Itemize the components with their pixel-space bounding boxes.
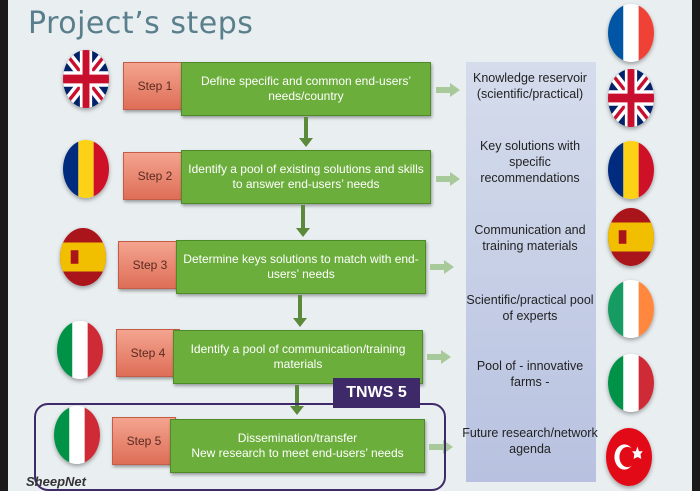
step-1-task: Define specific and common end-users’ ne…	[181, 62, 431, 116]
step-5-highlight-frame	[34, 403, 446, 491]
outputs-panel	[466, 62, 596, 482]
down-arrow-icon	[301, 205, 305, 229]
romania-flag-icon	[608, 141, 654, 199]
step-5-task: Dissemination/transfer New research to m…	[170, 419, 425, 473]
sheepnet-logo: SheepNet	[26, 474, 86, 489]
step-4-label: Step 4	[116, 329, 180, 377]
step-4-task: Identify a pool of communication/trainin…	[173, 330, 423, 384]
ireland-flag-icon	[608, 280, 654, 338]
slide-title: Project’s steps	[28, 6, 254, 41]
france-flag-icon	[608, 4, 654, 62]
output-2: Key solutions with specific recommendati…	[479, 139, 581, 185]
output-1: Knowledge reservoir (scientific/practica…	[473, 71, 587, 101]
right-arrow-icon	[436, 172, 460, 186]
italy-flag-icon	[54, 406, 100, 464]
down-arrow-icon	[304, 117, 308, 139]
right-arrow-icon	[427, 350, 451, 364]
step-3-task: Determine keys solutions to match with e…	[176, 240, 426, 294]
italy-flag-icon	[57, 321, 103, 379]
spain-flag-icon	[608, 208, 654, 266]
step-3-label: Step 3	[118, 241, 182, 289]
italy-flag-icon	[608, 354, 654, 412]
down-arrow-head	[293, 318, 307, 327]
output-6: Future research/network agenda	[462, 426, 598, 456]
down-arrow-head	[299, 138, 313, 147]
output-5: Pool of - innovative farms -	[476, 359, 584, 389]
right-arrow-icon	[430, 260, 454, 274]
uk-flag-icon	[63, 50, 109, 108]
right-arrow-icon	[429, 440, 453, 454]
spain-flag-icon	[60, 228, 106, 286]
tnws-badge: TNWS 5	[333, 378, 420, 408]
step-2-task: Identify a pool of existing solutions an…	[181, 150, 431, 204]
turkey-flag-icon	[606, 428, 652, 486]
down-arrow-head	[290, 406, 304, 415]
romania-flag-icon	[63, 140, 109, 198]
down-arrow-icon	[298, 295, 302, 319]
step-1-label: Step 1	[123, 62, 187, 110]
down-arrow-icon	[295, 385, 299, 407]
down-arrow-head	[296, 228, 310, 237]
output-4: Scientific/practical pool of experts	[466, 293, 594, 323]
step-2-label: Step 2	[123, 152, 187, 200]
output-3: Communication and training materials	[474, 223, 586, 253]
right-arrow-icon	[436, 83, 460, 97]
slide: Project’s steps Step 1 Step 2 Step 3 Ste…	[8, 0, 692, 491]
uk-flag-icon	[608, 69, 654, 127]
